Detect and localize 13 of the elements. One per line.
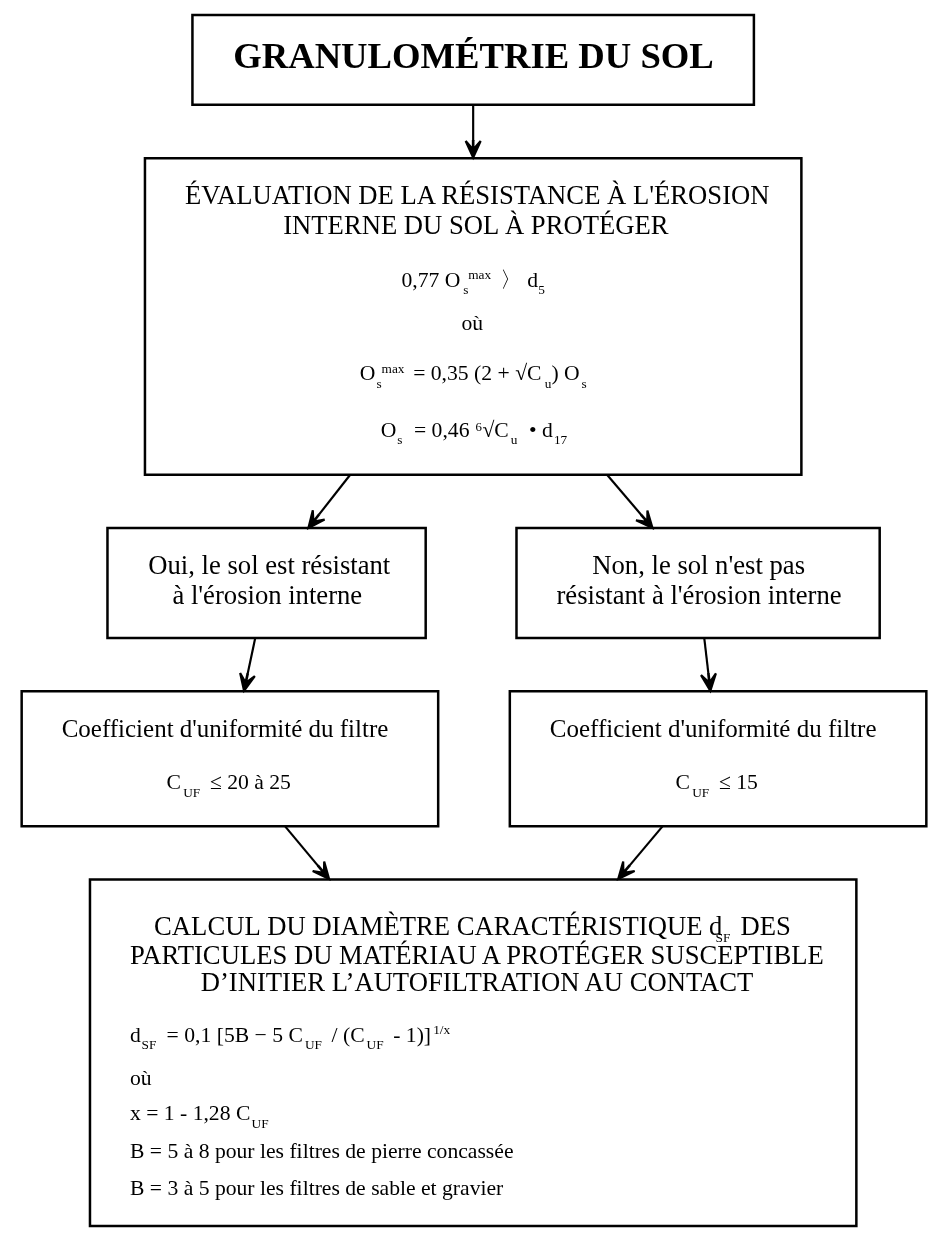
node-box: Non, le sol n'est pas résistant à l'érosion interne — [515, 526, 881, 640]
arrow — [464, 105, 482, 159]
node-box: Coefficient d'uniformité du filtre C$_{UF}$ ≤ 15 — [508, 690, 928, 828]
arrow — [606, 474, 654, 530]
node-box: GRANULOMÉTRIE DU SOL — [191, 13, 756, 107]
node-box: Oui, le sol est résistant à l'érosion interne — [106, 526, 427, 640]
arrow — [284, 825, 331, 881]
arrow — [699, 638, 717, 692]
node-box: Coefficient d'uniformité du filtre C$_{UF}$ ≤ 20 à 25 — [20, 690, 440, 828]
arrow — [307, 474, 351, 530]
arrow — [239, 638, 257, 692]
node-box: ÉVALUATION DE LA RÉSISTANCE À L'ÉROSION INTERNE DU SOL À PROTÉGER 0,77 O$_{s}$$^{max}$ 〉 d$_{5}$ où O$_{s}$$^{max}$ = 0,35 (2 + √C$_{u}$) O$_{s}$ O$_{s}$ = 0,46 ⁶√C$_{u}$ • d$_{17}$ — [143, 156, 803, 476]
arrow — [617, 825, 664, 881]
